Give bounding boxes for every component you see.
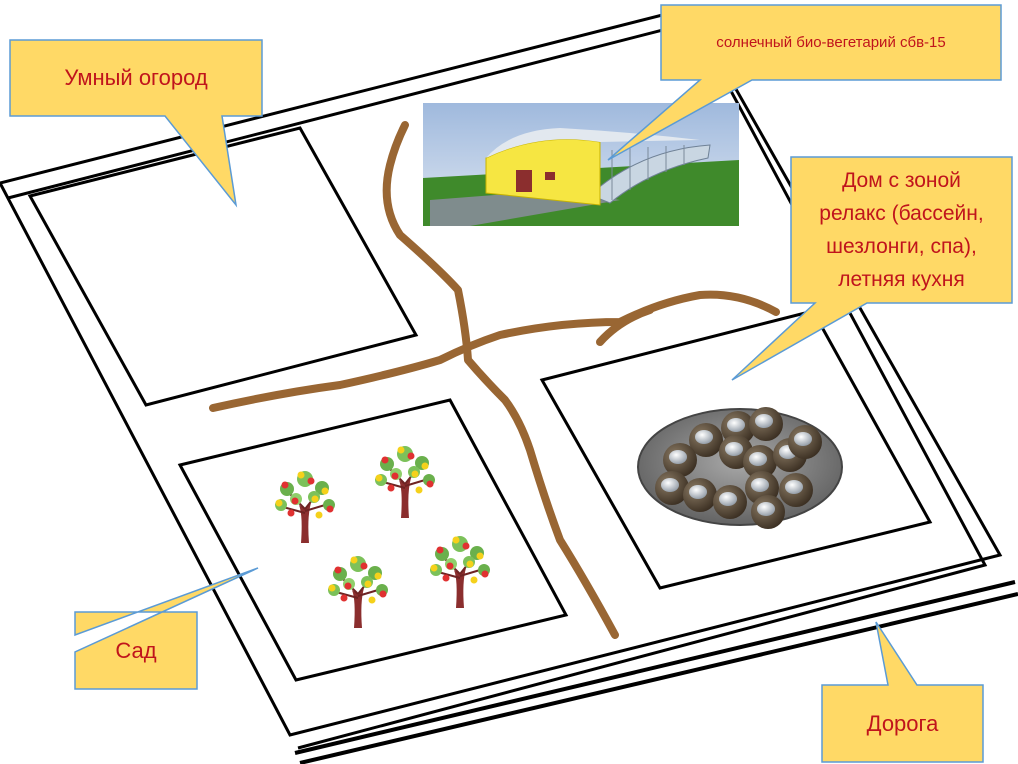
apple-tree-icon [327,555,389,629]
callout-shapes [9,4,1013,763]
apple-trees [274,445,491,629]
greenhouse-image [423,103,739,226]
callout-label-house: Дом с зоной релакс (бассейн, шезлонги, с… [819,169,984,291]
orchard-plot [177,398,569,682]
apple-tree-icon [374,445,436,519]
road-lines [294,580,1018,764]
garden-paths [209,121,780,639]
callout-orchard [74,567,259,690]
callout-house [731,156,1013,381]
callout-smart-garden [9,39,263,208]
callout-road [821,621,984,763]
callout-label-orchard: Сад [115,637,157,663]
apple-tree-icon [429,535,491,609]
callout-label-smart-garden: Умный огород [64,65,208,90]
callout-label-road: Дорога [866,710,939,736]
house-plot [539,309,933,590]
apple-tree-icon [274,470,336,544]
callout-greenhouse [607,4,1002,161]
dome-houses-image [637,407,843,529]
callout-label-greenhouse: солнечный био-вегетарий сбв-15 [716,34,946,51]
